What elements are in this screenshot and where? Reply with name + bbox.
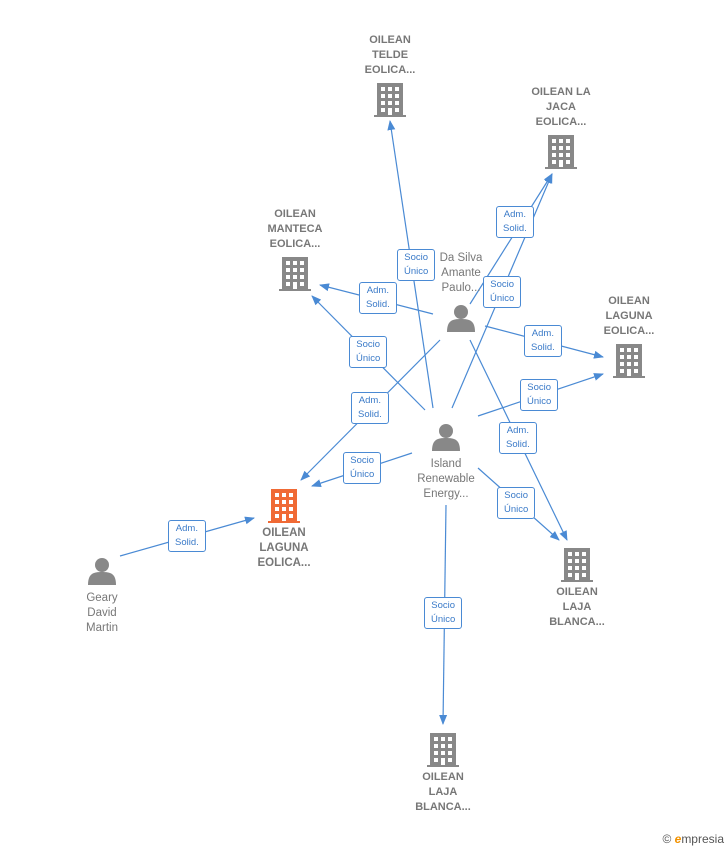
brand-initial: e [674, 832, 682, 846]
node-label-telde[interactable]: OILEAN TELDE EOLICA... [330, 33, 450, 78]
nodes-layer [88, 83, 645, 767]
node-label-line: Da Silva [439, 252, 483, 264]
node-label-line: Geary [86, 592, 118, 604]
edge-label-line: Socio [504, 490, 529, 501]
node-label-line: OILEAN [422, 771, 464, 783]
edge-label-line: Solid. [503, 223, 527, 234]
node-label-line: David [87, 607, 117, 619]
edge-label-line: Único [504, 504, 529, 515]
copyright-symbol: © [662, 832, 672, 846]
node-label-line: Island [430, 458, 462, 470]
node-label-line: TELDE [371, 49, 409, 61]
node-label-line: EOLICA... [535, 116, 587, 128]
node-label-line: EOLICA... [269, 238, 321, 250]
edge-label-line: Socio [527, 382, 552, 393]
node-label-line: LAGUNA [605, 310, 653, 322]
node-label-line: LAGUNA [259, 542, 309, 554]
building-icon[interactable] [561, 548, 593, 582]
edge-label-dasilva-to-laguna_main[interactable]: Adm. Solid. [351, 392, 389, 424]
edge-label-line: Adm. [531, 328, 554, 339]
edge-label-line: Único [527, 396, 552, 407]
node-label-line: MANTECA [267, 223, 323, 235]
node-label-line: OILEAN [556, 586, 598, 598]
edge-label-line: Solid. [531, 342, 555, 353]
building-icon[interactable] [613, 344, 645, 378]
edge-label-line: Solid. [506, 439, 530, 450]
person-icon[interactable] [432, 424, 460, 451]
edge-label-dasilva-to-blanca_r[interactable]: Adm. Solid. [499, 422, 537, 454]
node-label-line: Paulo... [441, 282, 481, 294]
node-label-laguna_main[interactable]: OILEAN LAGUNA EOLICA... [224, 526, 344, 571]
node-label-line: OILEAN LA [531, 86, 591, 98]
edge-label-line: Socio [404, 252, 429, 263]
edge-label-line: Socio [431, 600, 456, 611]
building-icon[interactable] [427, 733, 459, 767]
edge-label-line: Único [431, 614, 456, 625]
edge-label-line: Único [356, 353, 381, 364]
edge-label-line: Único [350, 469, 375, 480]
node-label-line: Energy... [423, 488, 469, 500]
person-icon[interactable] [447, 305, 475, 332]
building-icon[interactable] [545, 135, 577, 169]
edge-label-line: Solid. [366, 299, 390, 310]
building-icon[interactable] [268, 489, 300, 523]
node-label-line: OILEAN [262, 527, 306, 539]
edge-label-line: Adm. [358, 395, 381, 406]
edge-label-line: Adm. [506, 425, 529, 436]
node-label-line: LAJA [428, 786, 458, 798]
building-icon[interactable] [279, 257, 311, 291]
edge-label-line: Único [490, 293, 515, 304]
node-label-line: LAJA [562, 601, 592, 613]
node-label-line: EOLICA... [603, 325, 655, 337]
brand-watermark: © empresia [662, 832, 724, 846]
node-label-laguna_r[interactable]: OILEAN LAGUNA EOLICA... [569, 294, 689, 339]
node-label-line: OILEAN [274, 208, 316, 220]
edge-label-line: Adm. [175, 523, 198, 534]
node-label-line: BLANCA... [549, 616, 605, 628]
node-label-blanca_r[interactable]: OILEAN LAJA BLANCA... [517, 585, 637, 630]
node-label-manteca[interactable]: OILEAN MANTECA EOLICA... [235, 207, 355, 252]
node-label-line: EOLICA... [257, 557, 311, 569]
edge-label-line: Adm. [503, 209, 526, 220]
node-label-line: OILEAN [608, 295, 650, 307]
edge-label-line: Solid. [358, 409, 382, 420]
edge-label-line: Adm. [366, 285, 389, 296]
edge-label-dasilva-to-manteca[interactable]: Adm. Solid. [359, 282, 397, 314]
edge-label-line: Solid. [175, 537, 199, 548]
node-label-line: EOLICA... [364, 64, 416, 76]
brand-name: mpresia [681, 832, 724, 846]
node-label-line: Renewable [417, 473, 475, 485]
building-icon[interactable] [374, 83, 406, 117]
node-label-line: Amante [441, 267, 481, 279]
node-label-jaca[interactable]: OILEAN LA JACA EOLICA... [501, 85, 621, 130]
node-label-line: OILEAN [369, 34, 411, 46]
edge-label-line: Socio [356, 339, 381, 350]
edge-label-geary-to-laguna_main[interactable]: Adm. Solid. [168, 520, 206, 552]
node-label-line: BLANCA... [415, 801, 471, 813]
edge-label-line: Socio [350, 455, 375, 466]
person-icon[interactable] [88, 558, 116, 585]
node-label-line: JACA [546, 101, 576, 113]
edge-label-line: Socio [490, 279, 515, 290]
edge-label-line: Único [404, 266, 429, 277]
node-label-blanca_b[interactable]: OILEAN LAJA BLANCA... [383, 770, 503, 815]
node-label-line: Martin [86, 622, 118, 634]
edge-label-dasilva-to-laguna_r[interactable]: Adm. Solid. [524, 325, 562, 357]
edge-label-dasilva-to-jaca[interactable]: Adm. Solid. [496, 206, 534, 238]
